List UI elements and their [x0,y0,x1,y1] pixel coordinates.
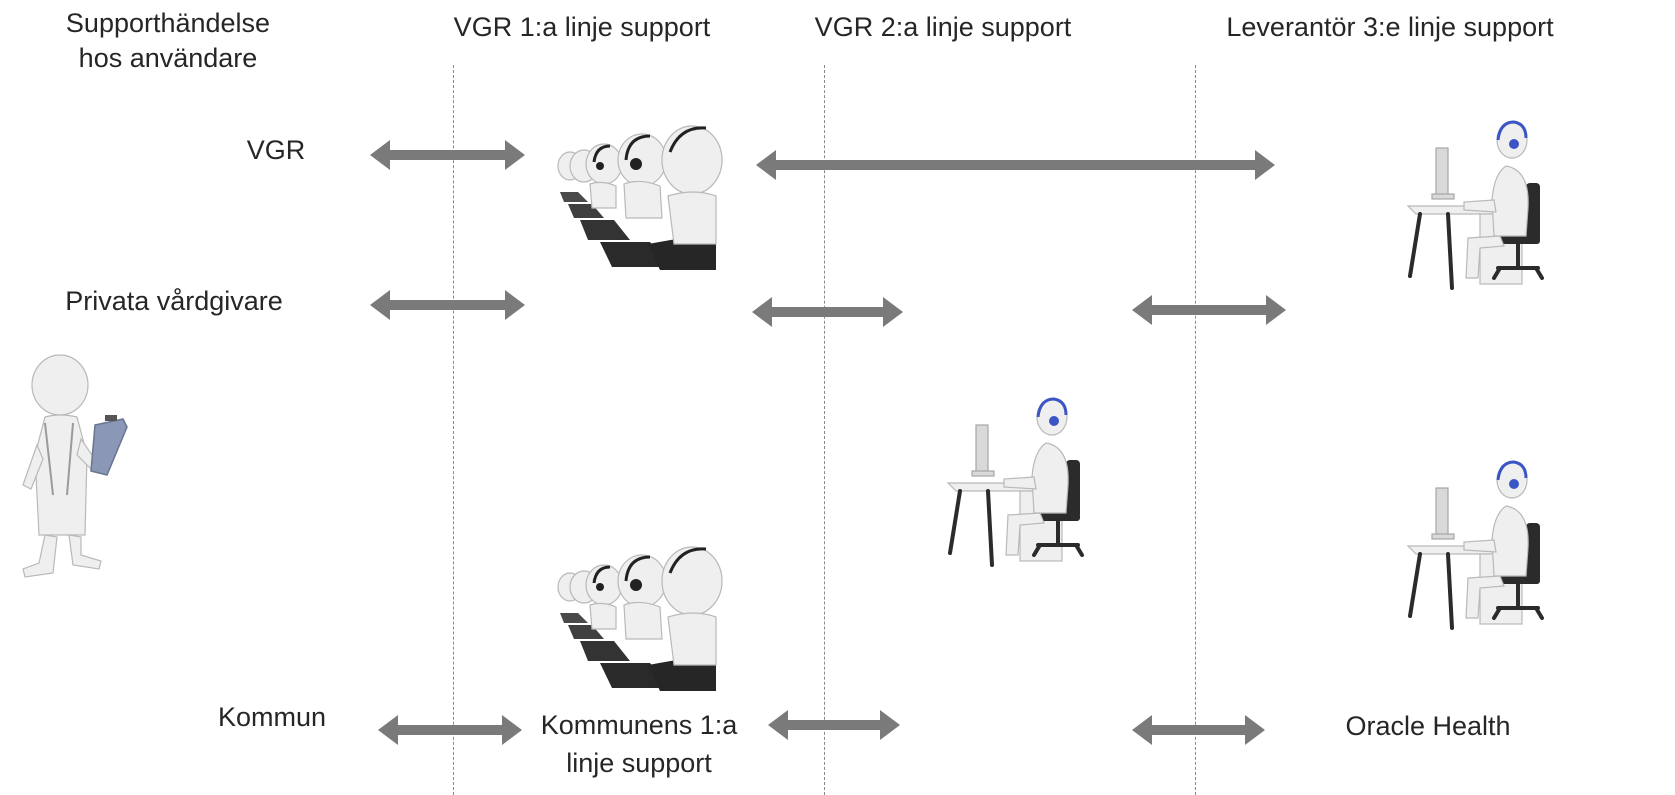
column-header-third-line: Leverantör 3:e linje support [1226,12,1554,42]
arrow-second-third-line [1132,295,1286,325]
arrow-vgr-first-line [370,140,525,170]
arrow-second-line-vendor [1132,715,1265,745]
arrow-municipality-support [378,715,522,745]
column-header-user: Supporthändelse hos användare [66,6,270,76]
column-header-second-line: VGR 2:a linje support [814,12,1072,42]
support-agent-icon [1406,120,1544,290]
vendor-label: Oracle Health [1345,711,1511,741]
municipal-support-label: Kommunens 1:a linje support [541,706,738,782]
column-header-user-line2: hos användare [78,43,258,73]
divider-3 [1195,65,1196,795]
municipal-support-line1: Kommunens 1:a [540,710,738,740]
municipal-support-line2: linje support [566,748,712,778]
call-center-icon [528,120,724,276]
column-header-first-line: VGR 1:a linje support [453,12,711,42]
arrows [370,140,1286,745]
arrow-municipal-second-line [768,710,900,740]
support-agent-icon [1406,460,1544,630]
arrow-first-second-line [752,297,903,327]
call-center-icon [528,541,724,697]
column-header-user-line1: Supporthändelse [65,8,271,38]
divider-2 [824,65,825,795]
arrow-private-first-line [370,290,525,320]
support-agent-icon [946,397,1084,567]
row-label-private: Privata vårdgivare [65,286,283,316]
arrow-first-to-third-line [756,150,1275,180]
divider-1 [453,65,454,795]
row-label-vgr: VGR [246,135,306,165]
row-label-municipality: Kommun [217,702,327,732]
doctor-figure-icon [22,354,128,578]
